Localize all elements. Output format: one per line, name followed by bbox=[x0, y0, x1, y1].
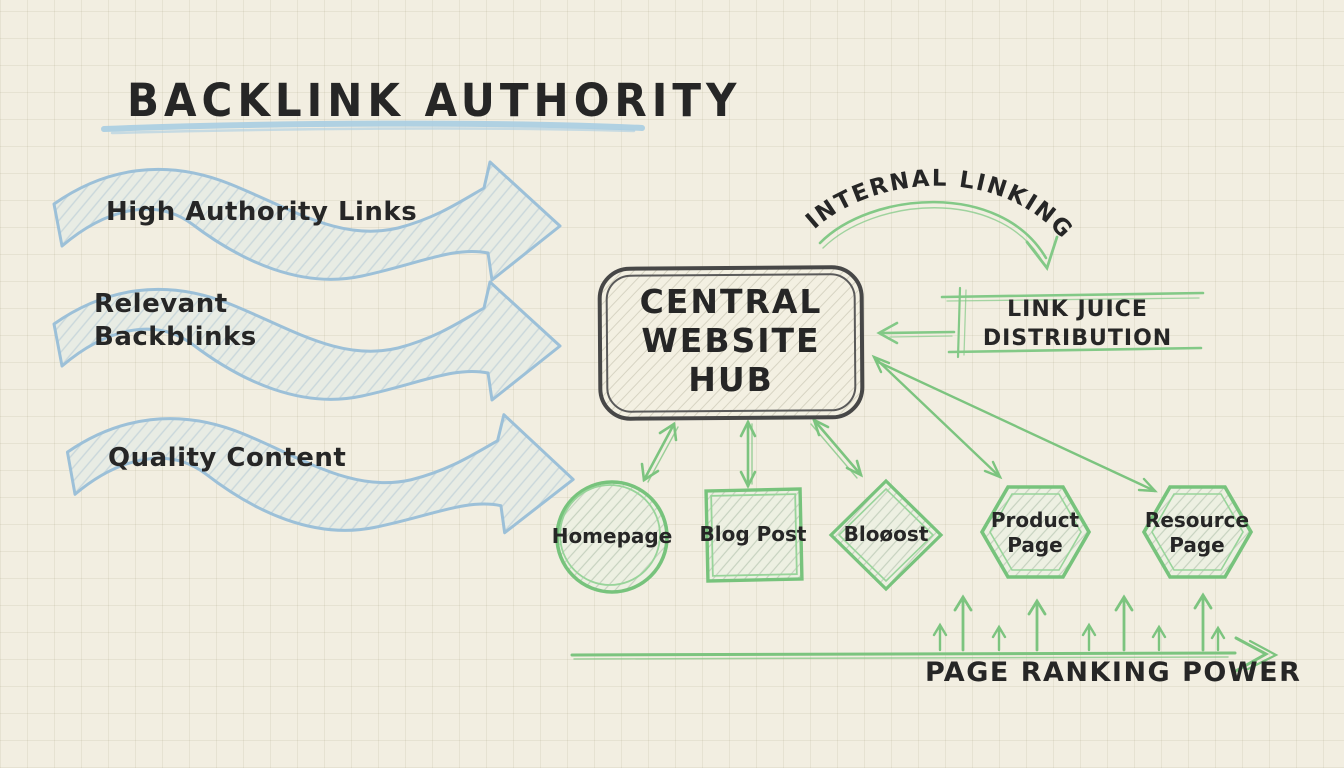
internal-linking-arc-arrow bbox=[818, 200, 1059, 271]
resourcepage-hexagon bbox=[1141, 485, 1254, 579]
page-label-productpage: Product Page bbox=[990, 508, 1080, 557]
arrow-hub-productpage bbox=[871, 354, 1003, 480]
page-ranking-power-label: PAGE RANKING POWER bbox=[925, 657, 1302, 688]
arrow-linkjuice-to-hub bbox=[876, 321, 956, 345]
page-label-homepage: Homepage bbox=[551, 524, 673, 548]
label-quality-content: Quality Content bbox=[108, 443, 347, 473]
page-label-blogpost-diamond: Bloøost bbox=[843, 522, 929, 546]
arrow-hub-homepage bbox=[640, 421, 679, 483]
link-juice-box bbox=[940, 286, 1205, 359]
page-label-blogpost: Blog Post bbox=[699, 522, 807, 546]
label-relevant-backblinks: Relevant Backblinks bbox=[94, 289, 257, 352]
blogpost-square bbox=[704, 487, 804, 583]
blogpost-diamond bbox=[828, 478, 944, 592]
link-juice-label: LINK JUICE DISTRIBUTION bbox=[982, 297, 1173, 351]
page-label-resourcepage: Resource Page bbox=[1144, 508, 1250, 557]
page-title: BACKLINK AUTHORITY bbox=[127, 74, 742, 127]
arrow-hub-diamond bbox=[810, 417, 864, 479]
ranking-axis-arrow bbox=[570, 636, 1279, 674]
central-hub-label: CENTRAL WEBSITE HUB bbox=[639, 282, 823, 399]
arrow-hub-resourcepage bbox=[876, 360, 1158, 493]
central-hub-box bbox=[597, 265, 865, 421]
label-high-authority-links: High Authority Links bbox=[106, 197, 418, 227]
arrow-hub-blogpost bbox=[739, 419, 757, 489]
homepage-circle bbox=[555, 480, 669, 594]
title-underline bbox=[101, 120, 645, 135]
productpage-hexagon bbox=[979, 485, 1092, 579]
ranking-tick-arrows bbox=[932, 592, 1226, 652]
